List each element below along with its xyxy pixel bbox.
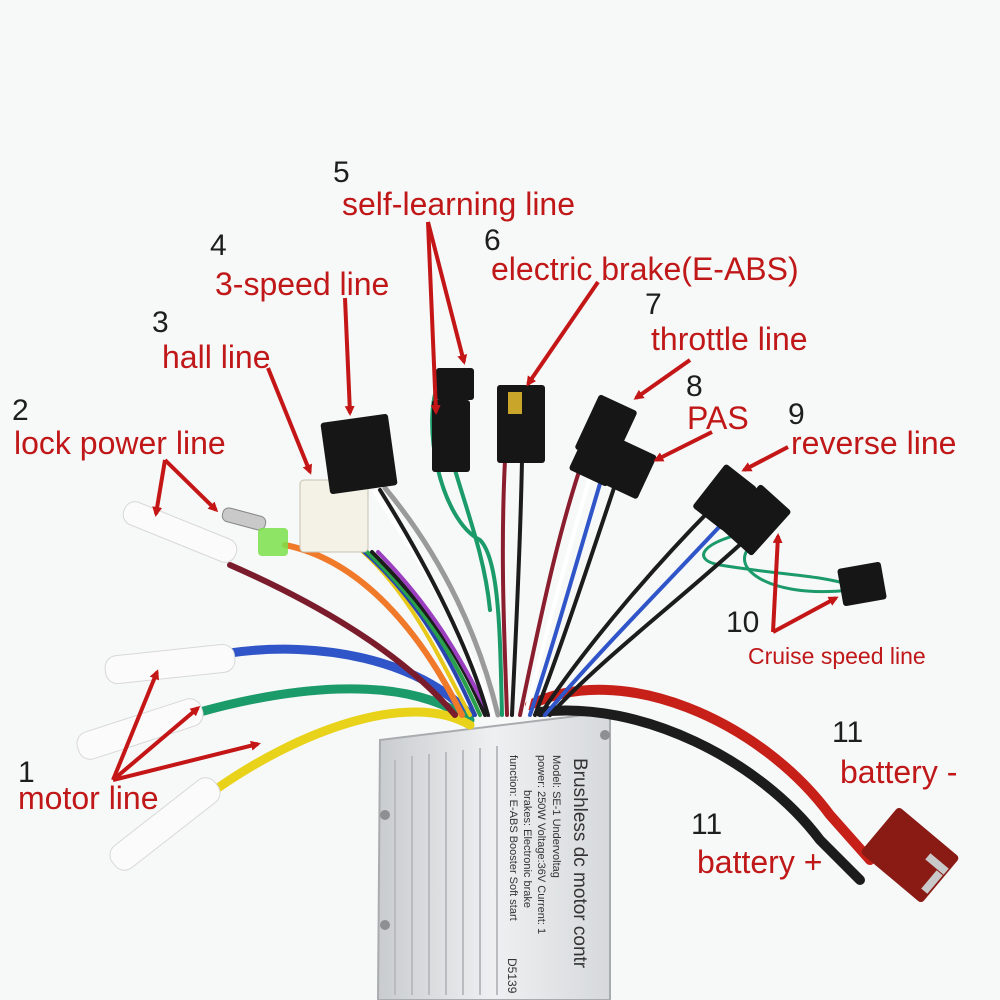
label-7-number: 7 [645,288,662,321]
label-6-number: 6 [484,224,501,257]
controller-sticker: Brushless dc motor contr Model: SE-1 Und… [505,755,590,994]
label-electric-brake: electric brake(E-ABS) [491,251,799,287]
label-1-number: 1 [18,756,35,789]
annotation-arrows [111,221,839,782]
label-self-learning-line: self-learning line [342,186,576,222]
label-cruise-speed-line: Cruise speed line [748,643,926,669]
label-3-number: 3 [152,306,169,339]
label-2-number: 2 [12,394,29,427]
controller-box [376,710,611,1000]
connectors [76,368,959,903]
sticker-line-4: function: E-ABS Booster Soft start [507,755,519,921]
wire-bundle [195,378,875,885]
label-hall-line: hall line [162,339,271,375]
label-8-number: 8 [686,370,703,403]
sticker-line-2: power: 250W Voltage:36V Current: 1 [535,755,547,934]
label-battery-positive: battery + [697,844,823,880]
sticker-serial: D5139 [505,958,519,994]
label-10-number: 10 [726,606,760,639]
sticker-title: Brushless dc motor contr [569,758,590,969]
label-3-speed-line: 3-speed line [215,266,390,302]
label-11-number-neg: 11 [832,716,864,749]
label-lock-power-line: lock power line [14,425,226,461]
label-11-number-pos: 11 [691,808,723,841]
label-throttle-line: throttle line [651,321,808,357]
label-battery-negative: battery - [840,754,958,790]
label-5-number: 5 [333,156,350,189]
label-9-number: 9 [788,398,805,431]
label-pas: PAS [687,400,749,436]
label-motor-line: motor line [18,780,159,816]
sticker-line-3: brakes: Electronic brake [521,790,533,908]
label-reverse-line: reverse line [791,425,957,461]
label-4-number: 4 [210,229,227,262]
sticker-line-1: Model: SE-1 Undervoltag [550,755,562,878]
